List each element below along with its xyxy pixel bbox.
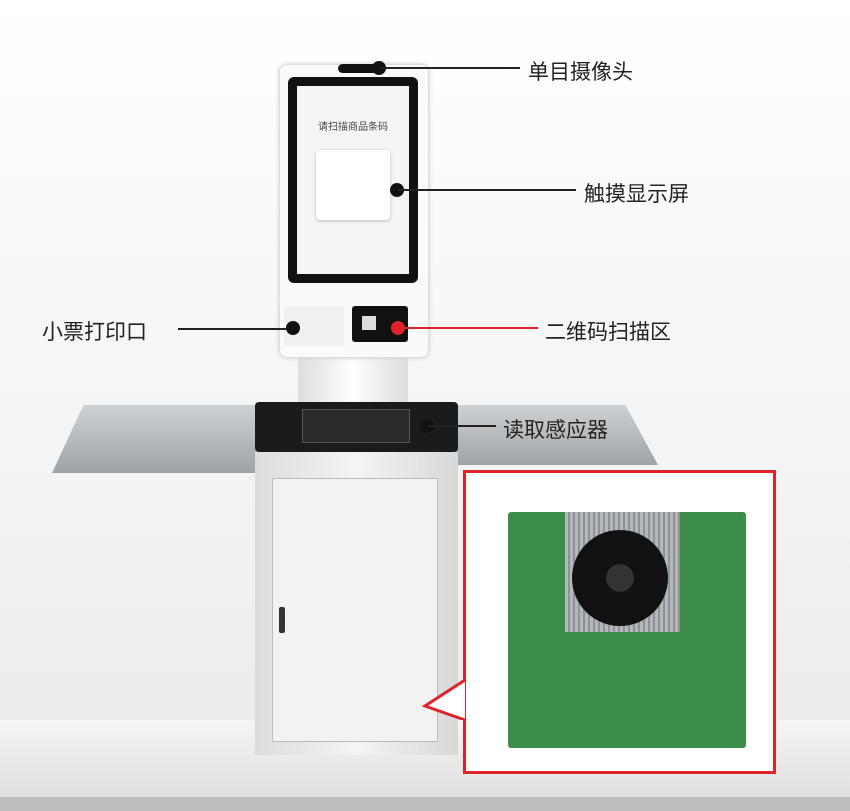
lock-icon — [279, 607, 285, 633]
camera-dot — [372, 61, 386, 75]
reader-dot — [420, 419, 434, 433]
touchscreen-label: 触摸显示屏 — [584, 182, 689, 206]
printer-dot — [286, 321, 300, 335]
kiosk-stand-neck — [298, 356, 408, 406]
camera-line — [380, 67, 520, 69]
screen-illustration — [316, 150, 390, 220]
fan-icon — [572, 530, 668, 626]
scanner-label: 二维码扫描区 — [545, 320, 671, 344]
touchscreen-dot — [390, 183, 404, 197]
printer-line — [178, 328, 286, 330]
reader-label: 读取感应器 — [503, 418, 608, 442]
scanner-line — [398, 327, 538, 329]
reader-line — [428, 425, 496, 427]
right-side-shelf — [440, 405, 658, 465]
bottom-bar — [0, 797, 850, 811]
left-side-shelf — [52, 405, 262, 473]
printer-label: 小票打印口 — [42, 320, 147, 344]
screen-title: 请扫描商品条码 — [318, 122, 388, 133]
camera — [338, 64, 386, 73]
nfc-reader — [302, 409, 410, 443]
inset-pointer — [421, 680, 466, 720]
touchscreen-line — [398, 189, 576, 191]
camera-label: 单目摄像头 — [528, 60, 633, 84]
cabinet-door — [272, 478, 438, 742]
scanner-window — [362, 316, 376, 330]
